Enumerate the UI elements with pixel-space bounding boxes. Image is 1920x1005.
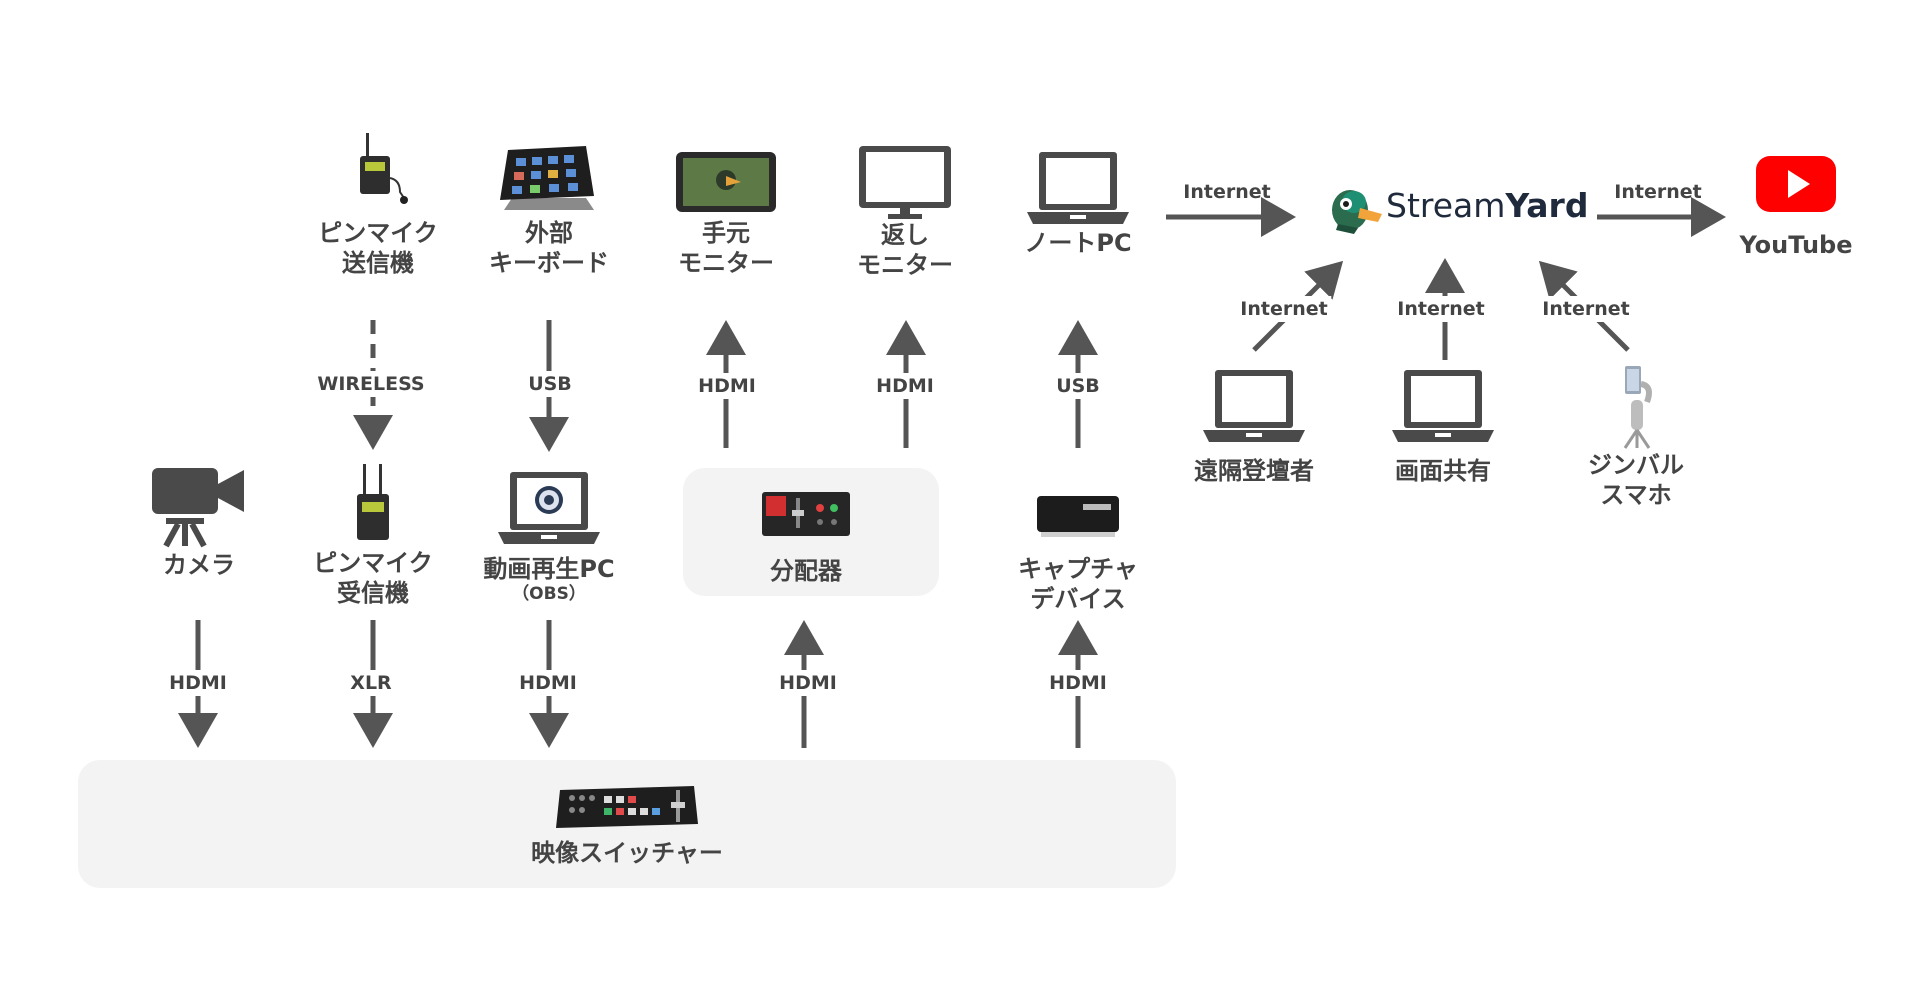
hdmi-obs-label: HDMI — [515, 670, 581, 696]
notebook-label: ノートPC — [1024, 229, 1132, 257]
hand-monitor-node: 手元 モニター — [626, 140, 826, 278]
pin-receiver-label-1: ピンマイク — [313, 549, 433, 577]
hdmi-return-label: HDMI — [872, 373, 938, 399]
splitter-label: 分配器 — [770, 557, 842, 585]
internet-share-label: Internet — [1393, 296, 1489, 322]
switcher-label: 映像スイッチャー — [531, 839, 723, 867]
screen-share-label: 画面共有 — [1395, 457, 1491, 485]
splitter-device-icon — [762, 492, 850, 536]
capture-node: キャプチャ デバイス — [978, 490, 1178, 614]
keyboard-label-2: キーボード — [489, 249, 609, 277]
pin-receiver-label-2: 受信機 — [337, 579, 409, 607]
field-monitor-icon — [676, 152, 776, 212]
hdmi-capture-label: HDMI — [1045, 670, 1111, 696]
laptop-icon — [1203, 370, 1305, 442]
hdmi-camera-label: HDMI — [165, 670, 231, 696]
notebook-node: ノートPC — [978, 148, 1178, 258]
youtube-node: YouTube — [1696, 154, 1896, 260]
gimbal-node: ジンバル スマホ — [1536, 362, 1736, 510]
youtube-play-icon — [1756, 156, 1836, 212]
camera-node: カメラ — [99, 464, 299, 580]
streamyard-wordmark-stream: Stream — [1386, 186, 1506, 225]
hand-monitor-label-1: 手元 — [702, 219, 750, 247]
pin-transmitter-label-1: ピンマイク — [318, 219, 438, 247]
screen-share-node: 画面共有 — [1343, 366, 1543, 486]
keyboard-node: 外部 キーボード — [449, 140, 649, 278]
internet-to-sy-label: Internet — [1183, 181, 1271, 203]
lavalier-transmitter-icon — [360, 133, 408, 204]
hdmi-splitter-label: HDMI — [775, 670, 841, 696]
return-monitor-label-2: モニター — [857, 251, 953, 279]
obs-pc-sublabel: （OBS） — [512, 584, 586, 604]
capture-label-1: キャプチャ — [1018, 555, 1138, 583]
switcher-node: 映像スイッチャー — [527, 780, 727, 868]
gimbal-label-2: スマホ — [1600, 481, 1672, 509]
remote-label: 遠隔登壇者 — [1194, 457, 1314, 485]
smartphone-gimbal-icon — [1623, 366, 1652, 449]
xlr-label: XLR — [346, 670, 396, 696]
pin-transmitter-label-2: 送信機 — [342, 249, 414, 277]
wireless-label: WIRELESS — [313, 371, 429, 397]
usb-notebook-label: USB — [1052, 373, 1104, 399]
remote-node: 遠隔登壇者 — [1154, 366, 1354, 486]
streamyard-wordmark: StreamYard — [1386, 186, 1588, 225]
internet-gimbal-label: Internet — [1538, 296, 1634, 322]
hdmi-hand-label: HDMI — [694, 373, 760, 399]
return-monitor-node: 返し モニター — [805, 140, 1005, 280]
laptop-obs-icon — [498, 472, 600, 544]
stream-deck-icon — [500, 146, 594, 210]
obs-pc-node: 動画再生PC （OBS） — [449, 468, 649, 604]
return-monitor-label-1: 返し — [881, 221, 929, 249]
laptop-icon — [1392, 370, 1494, 442]
camera-label: カメラ — [163, 551, 235, 579]
pin-transmitter-node: ピンマイク 送信機 — [278, 128, 478, 278]
obs-pc-label: 動画再生PC — [483, 555, 615, 583]
internet-remote-label: Internet — [1236, 296, 1332, 322]
capture-device-icon — [1037, 496, 1119, 537]
youtube-label: YouTube — [1739, 231, 1853, 259]
video-switcher-icon — [556, 786, 698, 828]
capture-label-2: デバイス — [1030, 585, 1126, 613]
streamyard-duck-icon — [1332, 190, 1382, 234]
usb-keyboard-label: USB — [524, 371, 576, 397]
pin-receiver-node: ピンマイク 受信機 — [273, 462, 473, 608]
laptop-icon — [1027, 152, 1129, 224]
splitter-node: 分配器 — [706, 484, 906, 586]
gimbal-label-1: ジンバル — [1588, 451, 1684, 479]
wireless-receiver-icon — [357, 464, 389, 540]
internet-to-yt-label: Internet — [1614, 181, 1702, 203]
hand-monitor-label-2: モニター — [678, 249, 774, 277]
video-camera-icon — [152, 468, 244, 548]
desktop-monitor-icon — [859, 146, 951, 219]
streamyard-wordmark-yard: Yard — [1505, 186, 1589, 225]
keyboard-label-1: 外部 — [525, 219, 573, 247]
